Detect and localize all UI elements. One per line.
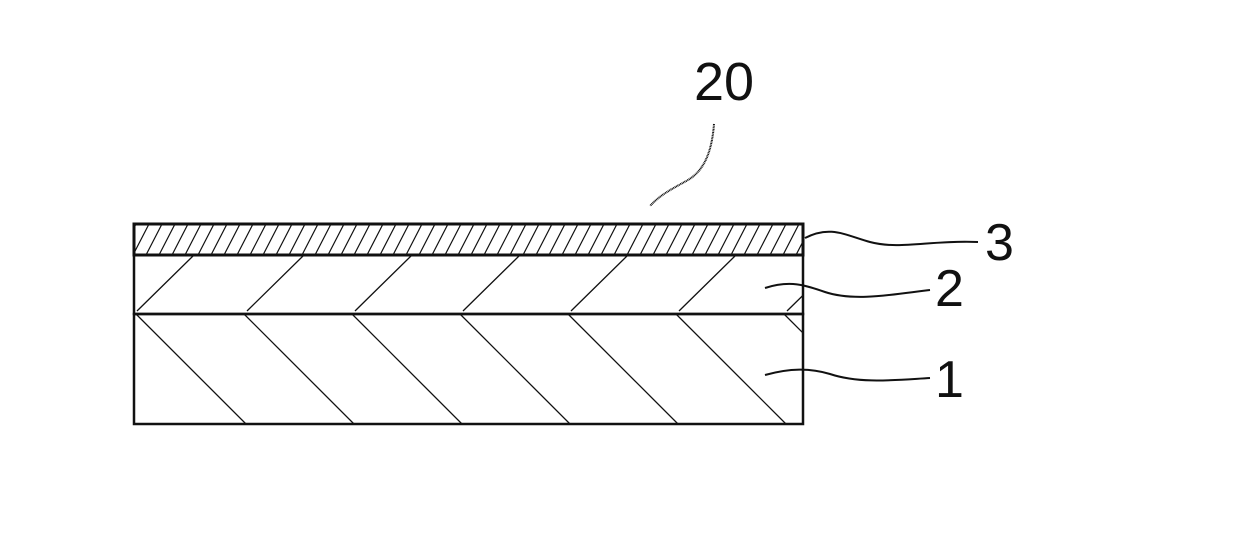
hatch-line — [562, 224, 578, 255]
layer-1-outline — [134, 314, 803, 424]
hatch-line — [536, 224, 552, 255]
hatch-line — [315, 224, 331, 255]
hatch-line — [679, 224, 695, 255]
chevron-line — [244, 314, 354, 424]
hatch-line — [744, 224, 760, 255]
hatch-line — [393, 224, 409, 255]
hatch-line — [198, 224, 214, 255]
hatch-line — [523, 224, 539, 255]
chevron-line — [460, 314, 570, 424]
chevron-line — [136, 314, 246, 424]
hatch-line — [458, 224, 474, 255]
chevron-line — [352, 314, 462, 424]
hatch-line — [757, 224, 773, 255]
hatch-line — [211, 224, 227, 255]
hatch-line — [731, 224, 747, 255]
layer-3 — [120, 224, 825, 255]
leader-line-assembly — [650, 124, 714, 206]
hatch-line — [666, 224, 682, 255]
label-assembly: 20 — [694, 52, 754, 112]
hatch-line — [172, 224, 188, 255]
chevron-line — [679, 255, 736, 311]
hatch-line — [809, 224, 825, 255]
hatch-line — [653, 224, 669, 255]
layer-2-hatching — [137, 255, 844, 311]
hatch-line — [640, 224, 656, 255]
hatch-line — [601, 224, 617, 255]
hatch-line — [276, 224, 292, 255]
chevron-line — [676, 314, 786, 424]
hatch-line — [510, 224, 526, 255]
hatch-line — [354, 224, 370, 255]
layer-3-hatching — [120, 224, 825, 255]
hatch-line — [185, 224, 201, 255]
hatch-line — [770, 224, 786, 255]
layer-3-outline — [134, 224, 803, 255]
hatch-line — [237, 224, 253, 255]
hatch-line — [367, 224, 383, 255]
hatch-line — [575, 224, 591, 255]
hatch-line — [627, 224, 643, 255]
hatch-line — [692, 224, 708, 255]
hatch-line — [302, 224, 318, 255]
hatch-line — [445, 224, 461, 255]
hatch-line — [263, 224, 279, 255]
hatch-line — [614, 224, 630, 255]
hatch-line — [419, 224, 435, 255]
hatch-line — [146, 224, 162, 255]
hatch-line — [471, 224, 487, 255]
leader-line-layer-3 — [805, 232, 978, 245]
chevron-line — [787, 255, 844, 311]
layer-1-hatching — [136, 314, 894, 424]
hatch-line — [549, 224, 565, 255]
hatch-line — [497, 224, 513, 255]
hatch-line — [432, 224, 448, 255]
chevron-line — [137, 255, 194, 311]
hatch-line — [341, 224, 357, 255]
hatch-line — [705, 224, 721, 255]
hatch-line — [224, 224, 240, 255]
hatch-line — [328, 224, 344, 255]
chevron-line — [355, 255, 412, 311]
label-layer-3: 3 — [985, 214, 1014, 272]
chevron-line — [571, 255, 628, 311]
layer-2 — [134, 255, 844, 314]
hatch-line — [159, 224, 175, 255]
hatch-line — [380, 224, 396, 255]
chevron-line — [568, 314, 678, 424]
chevron-line — [247, 255, 304, 311]
hatch-line — [289, 224, 305, 255]
hatch-line — [406, 224, 422, 255]
layer-1 — [134, 314, 894, 424]
hatch-line — [250, 224, 266, 255]
hatch-line — [718, 224, 734, 255]
hatch-line — [783, 224, 799, 255]
hatch-line — [484, 224, 500, 255]
hatch-line — [588, 224, 604, 255]
leader-line-layer-2 — [765, 284, 930, 297]
label-layer-2: 2 — [935, 260, 964, 318]
label-layer-1: 1 — [935, 351, 964, 409]
leader-line-layer-1 — [765, 370, 930, 381]
chevron-line — [463, 255, 520, 311]
